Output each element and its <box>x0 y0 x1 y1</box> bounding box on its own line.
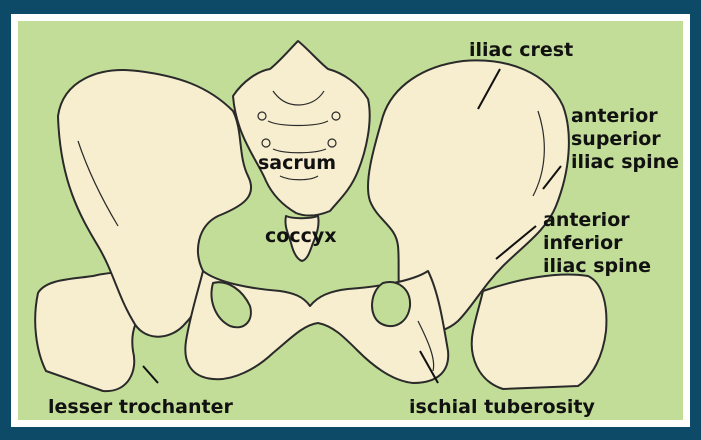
label-iliac-crest: iliac crest <box>469 40 573 61</box>
label-asis-line1: anterior <box>571 106 658 127</box>
label-asis-line3: iliac spine <box>571 152 679 173</box>
label-sacrum: sacrum <box>258 153 336 174</box>
label-aiis-line3: iliac spine <box>543 256 651 277</box>
sacrum-bone <box>233 41 370 215</box>
right-obturator <box>372 282 410 326</box>
label-aiis-line1: anterior <box>543 210 630 231</box>
label-asis-line2: superior <box>571 129 661 150</box>
leader-lesser-trochanter <box>143 366 158 383</box>
label-coccyx: coccyx <box>265 226 336 247</box>
label-aiis-line2: inferior <box>543 233 623 254</box>
label-lesser-trochanter: lesser trochanter <box>48 397 233 418</box>
right-femur <box>472 274 607 389</box>
label-ischial-tuberosity: ischial tuberosity <box>409 397 595 418</box>
